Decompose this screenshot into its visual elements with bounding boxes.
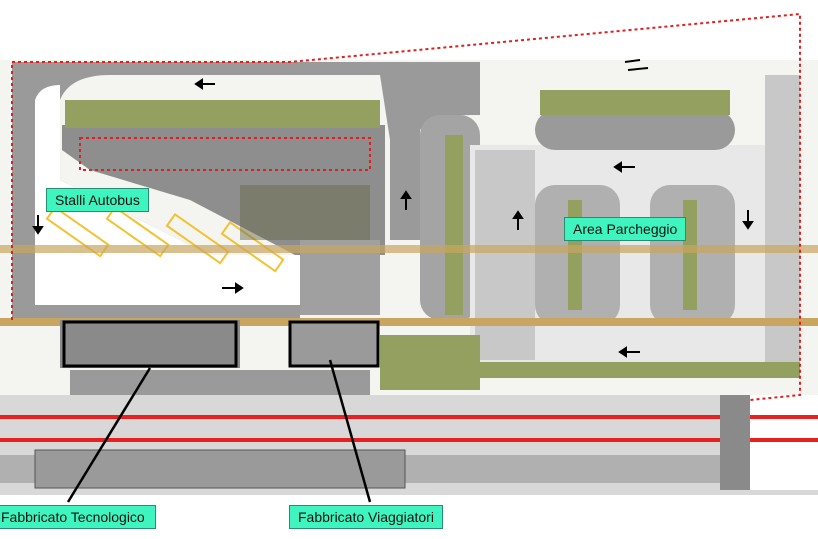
rail-line-2 [0, 438, 818, 442]
label-bus-stalls: Stalli Autobus [46, 188, 149, 212]
leader-line-technical [66, 367, 152, 503]
bench-area [240, 185, 370, 240]
passenger-building [288, 320, 380, 368]
parking-top-island [535, 110, 735, 150]
tree-strip-island-2 [683, 200, 697, 310]
label-parking-area: Area Parcheggio [564, 217, 687, 241]
bus-lane-outline [79, 137, 371, 171]
rail-line-1 [0, 415, 818, 419]
parking-block-right [765, 75, 800, 375]
island-platform [34, 449, 406, 489]
traffic-arrows [32, 59, 754, 358]
platform-edge [0, 318, 818, 326]
rail-side-area [750, 395, 818, 490]
tree-strip-bus [65, 100, 380, 128]
technical-building-outline [62, 320, 238, 368]
pedestrian-path [0, 245, 818, 253]
site-boundary [11, 12, 801, 401]
tree-strip-station [380, 335, 480, 390]
parking-block-left [475, 150, 535, 360]
label-passenger-building: Fabbricato Viaggiatori [289, 505, 443, 529]
rail-crossing [720, 395, 750, 490]
leader-line-passenger [328, 359, 372, 503]
label-technical-building: Fabbricato Tecnologico [0, 505, 156, 529]
tree-strip-parking-top [540, 90, 730, 115]
tree-strip-middle [445, 135, 463, 315]
tree-strip-parking-bottom [480, 362, 800, 378]
technical-building [60, 320, 240, 368]
